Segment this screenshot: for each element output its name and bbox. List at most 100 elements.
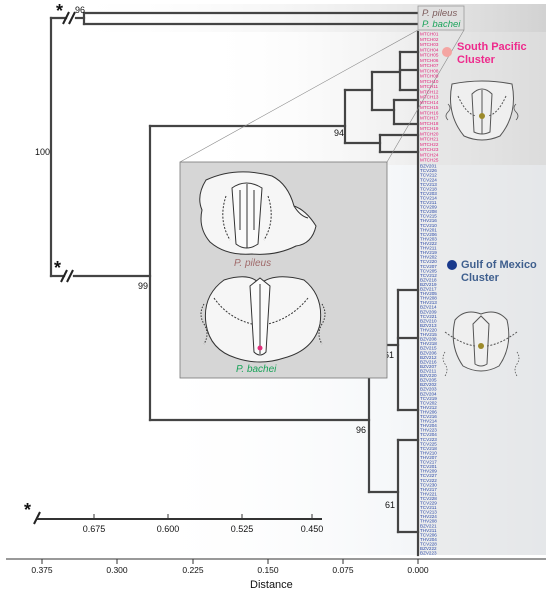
- tip-label: TCV209: [420, 205, 437, 210]
- tip-label: MTCH04: [420, 47, 439, 52]
- tip-label: THV224: [420, 514, 437, 519]
- tip-label: MTCH03: [420, 42, 439, 47]
- axis-tick-label: 0.150: [257, 565, 279, 575]
- tip-label: MTCH14: [420, 100, 439, 105]
- tip-label: TCV222: [420, 478, 437, 483]
- tip-label: TCV213: [420, 510, 437, 515]
- tip-label: MTCH20: [420, 131, 439, 136]
- axis-tick-label: 0.000: [407, 565, 429, 575]
- tip-label: TCV228: [420, 541, 437, 546]
- tip-label: BZV213: [420, 323, 437, 328]
- tip-label: TCV226: [420, 168, 437, 173]
- tip-label: THV219: [420, 250, 437, 255]
- tip-label: THV208: [420, 519, 437, 524]
- tip-label: MTCH15: [420, 105, 439, 110]
- scale-tick-label: 0.525: [231, 524, 254, 534]
- tip-label: THV204: [420, 537, 437, 542]
- tip-label: MTCH22: [420, 142, 439, 147]
- tip-label: TCV217: [420, 460, 437, 465]
- tip-label: MTCH25: [420, 158, 439, 163]
- tip-label: TCV206: [420, 532, 437, 537]
- tip-label: THV206: [420, 409, 437, 414]
- tip-label: MTCH12: [420, 89, 439, 94]
- tip-label: TCV206: [420, 232, 437, 237]
- tip-label: BZV214: [420, 305, 437, 310]
- tip-label: TCV212: [420, 173, 437, 178]
- bootstrap-gulf-lower: 61: [385, 500, 395, 510]
- pileus-drawing: [199, 171, 317, 255]
- tip-label: MTCH18: [420, 121, 439, 126]
- tip-label: THV207: [420, 455, 437, 460]
- tip-label: THV223: [420, 428, 437, 433]
- tip-label: THV215: [420, 332, 437, 337]
- axis-tick-label: 0.375: [31, 565, 53, 575]
- bootstrap-root: 100: [35, 147, 50, 157]
- tip-label: BZV208: [420, 337, 437, 342]
- tip-label: MTCH23: [420, 147, 439, 152]
- tip-label: BZV221: [420, 523, 437, 528]
- tip-label: TCV218: [420, 446, 437, 451]
- tip-label: MTCH24: [420, 152, 439, 157]
- tip-label: THV217: [420, 487, 437, 492]
- tip-label: MTCH11: [420, 84, 438, 89]
- tip-label: BZV218: [420, 277, 437, 282]
- gulf-tips: BZV201TCV226TCV212TCV224TCV213TCV218TCV2…: [420, 164, 437, 556]
- tip-label: TCV229: [420, 501, 437, 506]
- tip-label: MTCH05: [420, 53, 439, 58]
- tip-label: TCV203: [420, 191, 437, 196]
- gulf-dot: [447, 260, 457, 270]
- scale-tick-label: 0.450: [301, 524, 324, 534]
- label-bachei: P. bachei: [422, 19, 461, 30]
- tip-label: TCV220: [420, 259, 437, 264]
- tip-label: BZV220: [420, 373, 437, 378]
- bootstrap-south-pacific: 94: [334, 128, 344, 138]
- tip-label: BZV222: [420, 546, 437, 551]
- bootstrap-gulf-upper: 61: [384, 350, 394, 360]
- tip-label: BZV207: [420, 364, 437, 369]
- tip-label: THV220: [420, 328, 437, 333]
- south-pacific-tips: MTCH01MTCH02MTCH03MTCH04MTCH05MTCH06MTCH…: [420, 32, 439, 163]
- axis-tick-label: 0.300: [106, 565, 128, 575]
- tip-label: THV204: [420, 423, 437, 428]
- tip-label: MTCH09: [420, 74, 439, 79]
- tip-label: THV209: [420, 469, 437, 474]
- tip-label: MTCH06: [420, 58, 439, 63]
- outgroup-band: [60, 4, 546, 32]
- species-inset: P. pileus P. bachei: [179, 161, 388, 379]
- tip-label: TCV219: [420, 396, 437, 401]
- tip-label: TCV211: [420, 505, 437, 510]
- tip-label: THV211: [420, 246, 437, 251]
- tip-label: THV211: [420, 528, 437, 533]
- tip-label: BZV203: [420, 387, 437, 392]
- tip-label: MTCH08: [420, 68, 439, 73]
- bootstrap-outgroup: 96: [75, 5, 85, 15]
- break-marker-top: *: [56, 1, 63, 21]
- tip-label: BZV204: [420, 391, 437, 396]
- tip-label: THV201: [420, 227, 437, 232]
- tip-label: BZV212: [420, 355, 437, 360]
- tip-label: TCV227: [420, 473, 437, 478]
- axis-tick-label: 0.075: [332, 565, 354, 575]
- bootstrap-gulf: 96: [356, 425, 366, 435]
- south-pacific-illustration: [445, 80, 519, 141]
- tip-label: TCV205: [420, 268, 437, 273]
- tip-label: TCV224: [420, 177, 437, 182]
- tip-label: TCV211: [420, 200, 437, 205]
- tip-label: MTCH21: [420, 137, 439, 142]
- tip-label: THV213: [420, 300, 437, 305]
- gulf-label-1: Gulf of Mexico: [461, 259, 537, 271]
- tip-label: TCV225: [420, 441, 437, 446]
- tip-label: MTCH07: [420, 63, 439, 68]
- tip-label: MTCH17: [420, 116, 439, 121]
- scale-tick-label: 0.675: [83, 524, 106, 534]
- tip-label: TCV215: [420, 214, 437, 219]
- tip-label: THV208: [420, 296, 437, 301]
- tip-label: BZV201: [420, 164, 437, 169]
- tip-label: MTCH16: [420, 110, 439, 115]
- tip-label: BZV206: [420, 350, 437, 355]
- bachei-drawing: [200, 276, 326, 363]
- south-pacific-label-1: South Pacific: [457, 41, 527, 53]
